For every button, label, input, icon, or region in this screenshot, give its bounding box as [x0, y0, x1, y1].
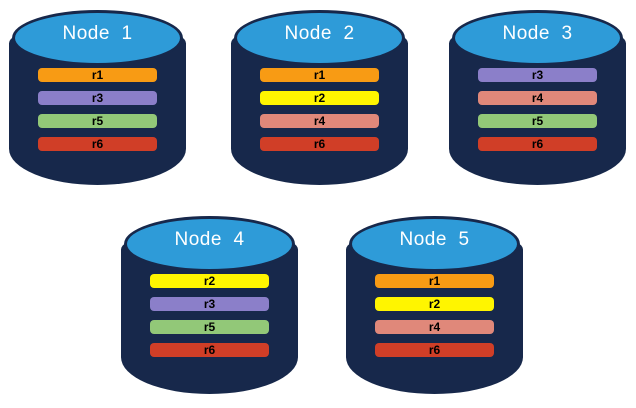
- replica-bar[interactable]: r1: [38, 68, 157, 82]
- node-label: Node 4: [174, 229, 245, 250]
- database-node-4[interactable]: Node 4 r2 r3 r5 r6: [122, 212, 297, 402]
- replica-bar[interactable]: r2: [375, 297, 494, 311]
- replica-bar[interactable]: r4: [478, 91, 597, 105]
- replica-bar[interactable]: r3: [478, 68, 597, 82]
- replica-bar[interactable]: r1: [375, 274, 494, 288]
- database-node-1[interactable]: Node 1 r1 r3 r5 r6: [10, 6, 185, 192]
- replica-list: r1 r2 r4 r6: [260, 68, 379, 151]
- replica-bar[interactable]: r6: [150, 343, 269, 357]
- replica-list: r1 r3 r5 r6: [38, 68, 157, 151]
- replica-bar[interactable]: r2: [260, 91, 379, 105]
- replica-bar[interactable]: r6: [375, 343, 494, 357]
- database-node-2[interactable]: Node 2 r1 r2 r4 r6: [232, 6, 407, 192]
- replica-bar[interactable]: r6: [478, 137, 597, 151]
- replica-bar[interactable]: r1: [260, 68, 379, 82]
- cylinder-top-icon: [349, 216, 520, 272]
- replica-bar[interactable]: r3: [38, 91, 157, 105]
- cylinder-top-icon: [124, 216, 295, 272]
- replica-bar[interactable]: r3: [150, 297, 269, 311]
- node-label: Node 5: [399, 229, 470, 250]
- replica-list: r2 r3 r5 r6: [150, 274, 269, 357]
- replica-bar[interactable]: r5: [38, 114, 157, 128]
- node-label: Node 1: [62, 23, 133, 44]
- cylinder-top-icon: [452, 10, 623, 66]
- replica-bar[interactable]: r5: [478, 114, 597, 128]
- replica-list: r3 r4 r5 r6: [478, 68, 597, 151]
- replica-bar[interactable]: r5: [150, 320, 269, 334]
- database-node-3[interactable]: Node 3 r3 r4 r5 r6: [450, 6, 625, 192]
- replica-bar[interactable]: r4: [260, 114, 379, 128]
- node-label: Node 3: [502, 23, 573, 44]
- database-node-5[interactable]: Node 5 r1 r2 r4 r6: [347, 212, 522, 402]
- replica-list: r1 r2 r4 r6: [375, 274, 494, 357]
- cylinder-top-icon: [12, 10, 183, 66]
- cylinder-top-icon: [234, 10, 405, 66]
- replica-bar[interactable]: r6: [260, 137, 379, 151]
- replica-bar[interactable]: r4: [375, 320, 494, 334]
- node-label: Node 2: [284, 23, 355, 44]
- replica-bar[interactable]: r6: [38, 137, 157, 151]
- replica-bar[interactable]: r2: [150, 274, 269, 288]
